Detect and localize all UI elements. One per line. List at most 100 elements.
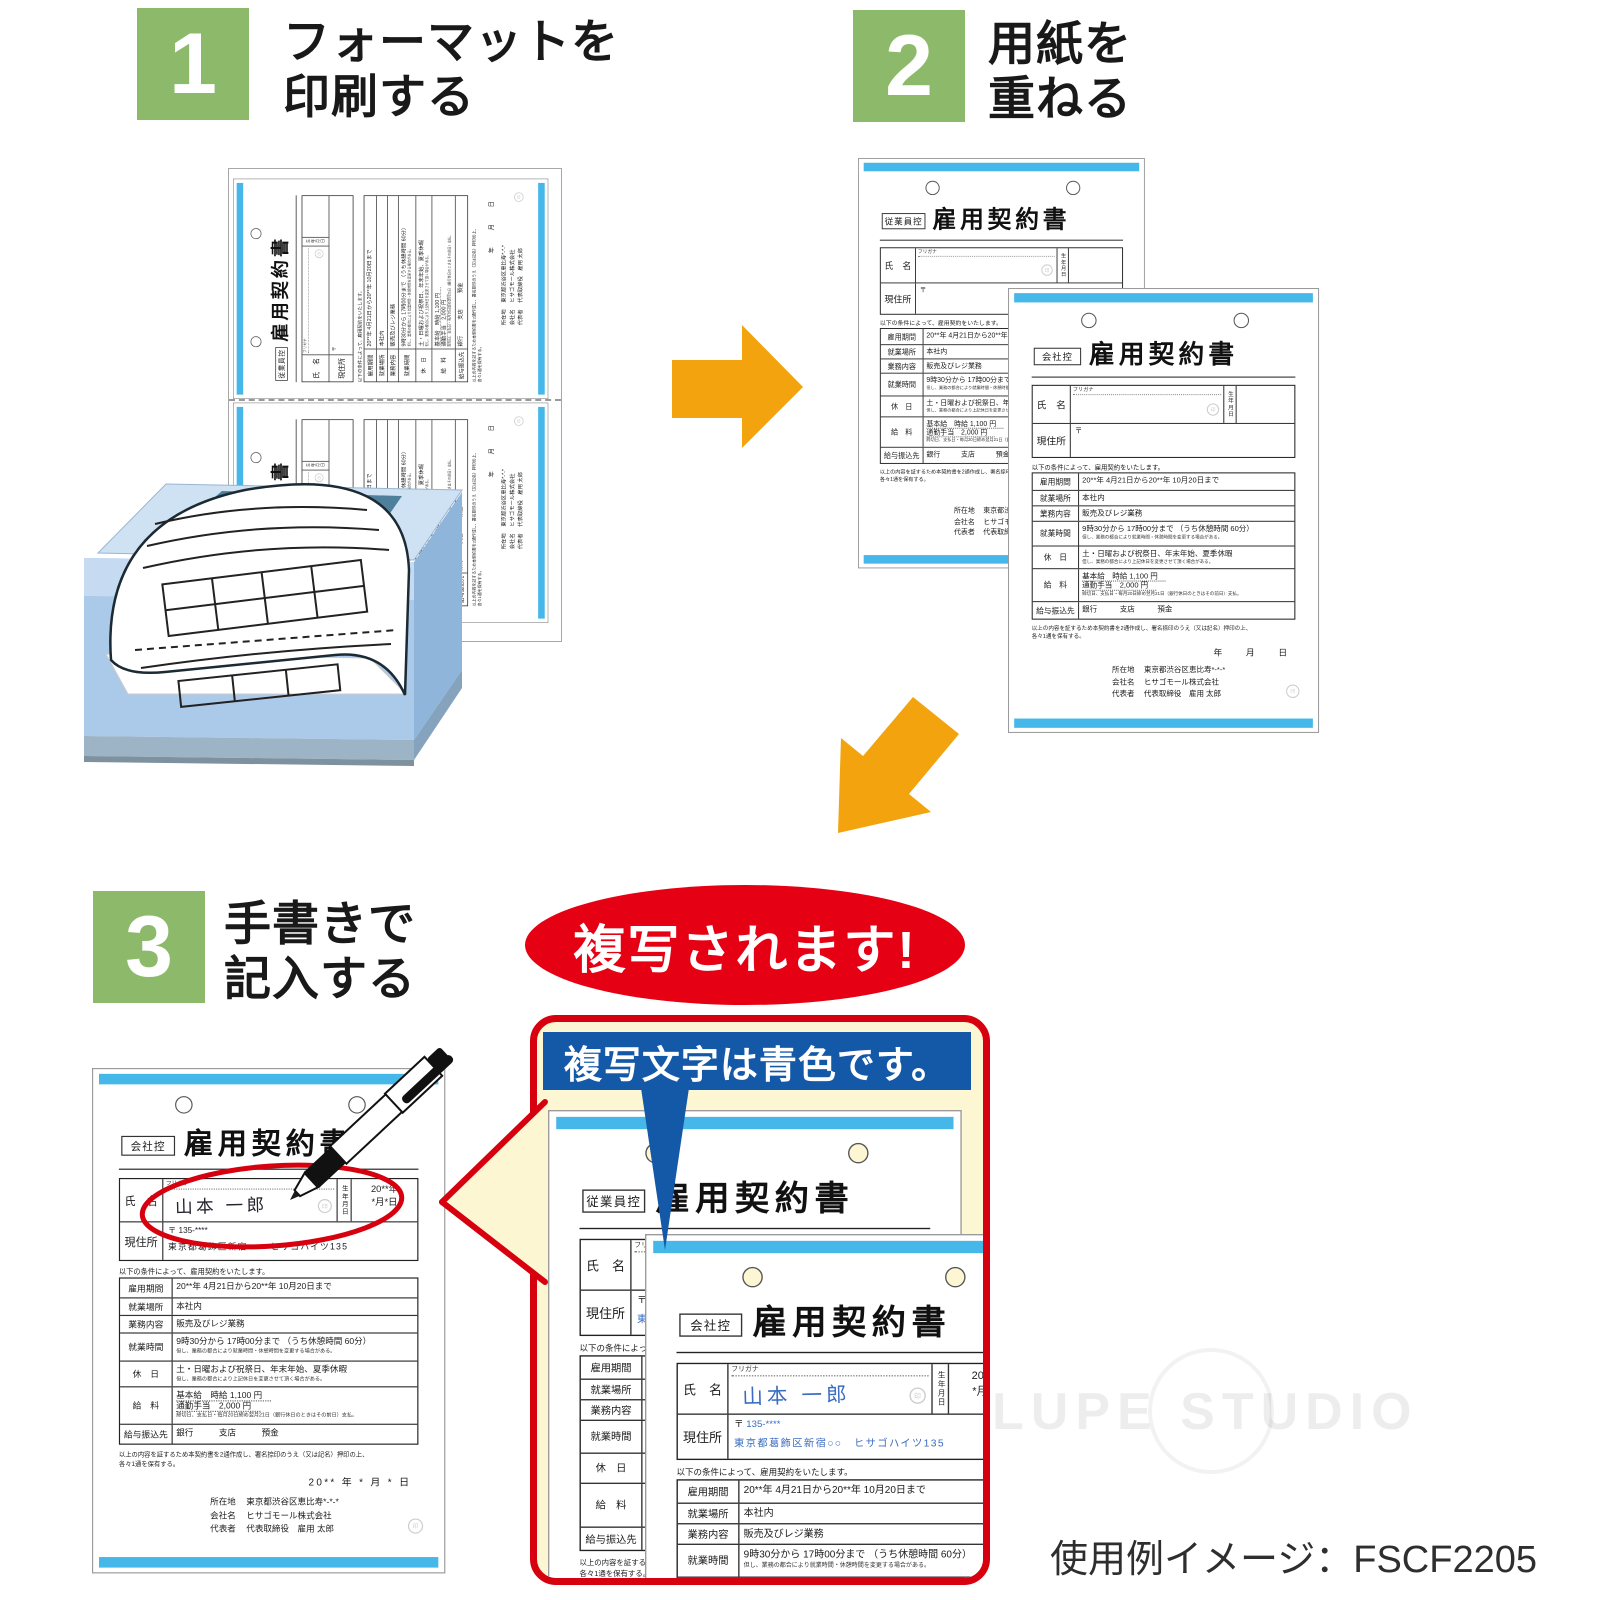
company-line-value: 代表取締役 雇用 太郎 (517, 247, 524, 303)
condition-row: 給与振込先銀行 支店 預金 (881, 447, 1122, 463)
stamp-ghost-icon: 印 (514, 416, 524, 426)
watermark-circle (1148, 1348, 1274, 1474)
condition-value: 基本給 時給 1,100 円通勤手当 2,000 円締切日、支払日・毎月20日締… (924, 417, 1123, 446)
company-line-value: 東京都渋谷区恵比寿*-*-* (246, 1496, 339, 1507)
postal-line: 〒 135-**** (920, 285, 1119, 295)
address-row: 現住所〒 135-****東京都葛飾区新宿○○ ヒサゴハイツ135 (120, 1222, 417, 1260)
company-line: 会社名ヒサゴモール株式会社 (1112, 676, 1225, 688)
condition-label: 雇用期間 (120, 1278, 173, 1298)
condition-label: 給 料 (581, 1484, 643, 1527)
form-copy-badge: 従業員控 (881, 213, 926, 230)
company-line: 代表者代表取締役 雇用 太郎 (516, 469, 525, 549)
closing-line2: 各々1通を保有する。 (478, 344, 483, 383)
name-label: 氏 名 (120, 1179, 164, 1222)
pay-amount: 基本給 時給 1,100 円 (176, 1389, 272, 1401)
arrow-right-icon (672, 325, 803, 448)
company-line-value: ヒサゴモール株式会社 (1143, 677, 1220, 687)
condition-value: 9時30分から 17時00分まで （うち休憩時間 60分）但し、業務の都合により… (1079, 522, 1294, 546)
birthdate-day: *月*日 (972, 1384, 983, 1397)
stamp-ghost-icon: 印 (407, 1518, 424, 1534)
closing-line2: 各々1通を保有する。 (1031, 634, 1085, 641)
company-line-label: 会社名 (210, 1509, 236, 1521)
condition-note: 但し、業務の都合により上記休日を変更させて頂く場合がある。 (1082, 558, 1214, 565)
condition-row: 給 料基本給 時給 1,100 円通勤手当 2,000 円締切日、支払日・毎月2… (880, 417, 1123, 448)
copy-color-note-banner: 複写文字は青色です。 (543, 1032, 971, 1090)
condition-label: 就業場所 (120, 1298, 173, 1315)
birthdate-label: 生年月日 (1058, 248, 1069, 283)
condition-value-line: 基本給 時給 1,100 円 (176, 1389, 414, 1401)
condition-value: 販売及びレジ業務 (1079, 506, 1294, 520)
form-copy-badge: 会社控 (1033, 347, 1082, 366)
birthdate-field: 20**年*月*日 (1069, 248, 1122, 282)
pay-amount: 通勤手当 2,000 円 (926, 427, 995, 438)
step3-title-line1: 手書きで (224, 897, 416, 950)
handwritten-name: 山本 一郎 (742, 1383, 852, 1410)
condition-label: 休 日 (881, 396, 924, 417)
condition-value-line: 9時30分から 17時00分まで （うち休憩時間 60分） (926, 375, 1085, 384)
conditions-intro: 以下の条件によって、雇用契約をいたします。 (676, 1468, 853, 1478)
usage-example-caption: 使用例イメージ：FSCF2205 (1050, 1539, 1537, 1581)
date-blank: 年 月 日 (487, 199, 496, 254)
condition-value-line: 20**年 4月21日から20**年 10月20日まで (176, 1280, 332, 1291)
form-color-band (99, 1557, 439, 1568)
condition-value-line: 販売及びレジ業務 (388, 303, 396, 347)
condition-label: 給 料 (1033, 569, 1080, 602)
name-field: フリガナ山本 一郎印 (729, 1364, 933, 1414)
condition-value-line: 9時30分から 17時00分まで （うち休憩時間 60分） (176, 1335, 372, 1346)
pay-amount: 基本給 時給 1,100 円 (926, 418, 1004, 429)
postal-mark: 〒 (1074, 428, 1083, 436)
company-block: 所在地東京都渋谷区恵比寿*-*-*会社名ヒサゴモール株式会社代表者代表取締役 雇… (499, 245, 525, 325)
condition-value: 本社内 (377, 196, 387, 349)
condition-value: 20**年 4月21日から20**年 10月20日まで (173, 1279, 418, 1298)
watermark-text: LUPE STUDIO (992, 1383, 1419, 1441)
company-line: 会社名ヒサゴモール株式会社 (210, 1509, 339, 1523)
condition-value-line: 販売及びレジ業務 (176, 1317, 245, 1329)
name-label: 氏 名 (678, 1364, 729, 1414)
form-copy-badge: 会社控 (121, 1135, 176, 1156)
condition-label: 雇用期間 (678, 1480, 740, 1503)
condition-value-line: 通勤手当 2,000 円 (926, 427, 1119, 438)
condition-value: 本社内 (173, 1298, 418, 1314)
handwritten-name: 山本 一郎 (174, 1195, 268, 1218)
condition-row: 業務内容販売及びレジ業務 (677, 1524, 983, 1545)
condition-value: 20**年 4月21日から20**年 10月20日まで (364, 196, 376, 349)
condition-row: 休 日土・日曜および祝祭日、年末年始、夏季休暇但し、業務の都合により上記休日を変… (880, 396, 1123, 418)
title-rule (295, 195, 297, 383)
condition-value: 銀行 支店 預金 (173, 1425, 418, 1444)
title-rule (579, 1227, 931, 1230)
postal-line: 〒 135-**** (734, 1418, 983, 1432)
stamp-ghost-icon: 印 (1041, 264, 1053, 276)
step2-title-line2: 重ねる (988, 72, 1132, 126)
conditions-intro: 以下の条件によって、雇用契約をいたします。 (118, 1268, 270, 1277)
step3-title-line2: 記入する (224, 952, 416, 1006)
furigana-label: フリガナ (302, 247, 309, 354)
condition-row: 業務内容販売及びレジ業務 (880, 359, 1123, 374)
address-row: 現住所〒 135-****東京都葛飾区新宿○○ ヒサゴハイツ135 (1033, 423, 1295, 457)
birthdate-label: 生年月日 (1224, 385, 1237, 423)
condition-label: 給与振込先 (581, 1527, 643, 1550)
company-line-label: 所在地 (953, 505, 975, 515)
punch-hole (945, 1266, 966, 1288)
company-line: 代表者代表取締役 雇用 太郎 (516, 245, 525, 325)
step1-title-line2: 印刷する (283, 70, 475, 124)
condition-value: 土・日曜および祝祭日、年末年始、夏季休暇但し、業務の都合により上記休日を変更させ… (1079, 547, 1294, 569)
condition-value-line: 9時30分から 17時00分まで （うち休憩時間 60分） (399, 224, 407, 347)
condition-label: 休 日 (581, 1453, 643, 1483)
company-line-value: 東京都渋谷区恵比寿*-*-* (500, 469, 507, 527)
step1-title-line1: フォーマットを (283, 15, 619, 68)
condition-row: 給 料基本給 時給 1,100 円通勤手当 2,000 円締切日、支払日・毎月2… (1032, 569, 1295, 603)
condition-value: 銀行 支店 預金 (456, 196, 468, 349)
condition-row: 給 料基本給 時給 1,100 円通勤手当 2,000 円締切日、支払日・毎月2… (120, 1387, 418, 1425)
condition-value: 基本給 時給 1,100 円通勤手当 2,000 円締切日、支払日・毎月20日締… (432, 196, 455, 349)
address-row: 現住所〒 135-****東京都葛飾区新宿○○ ヒサゴハイツ135 (329, 196, 353, 382)
company-line-label: 会社名 (1112, 677, 1135, 687)
company-block: 所在地東京都渋谷区恵比寿*-*-*会社名ヒサゴモール株式会社代表者代表取締役 雇… (1112, 664, 1225, 700)
